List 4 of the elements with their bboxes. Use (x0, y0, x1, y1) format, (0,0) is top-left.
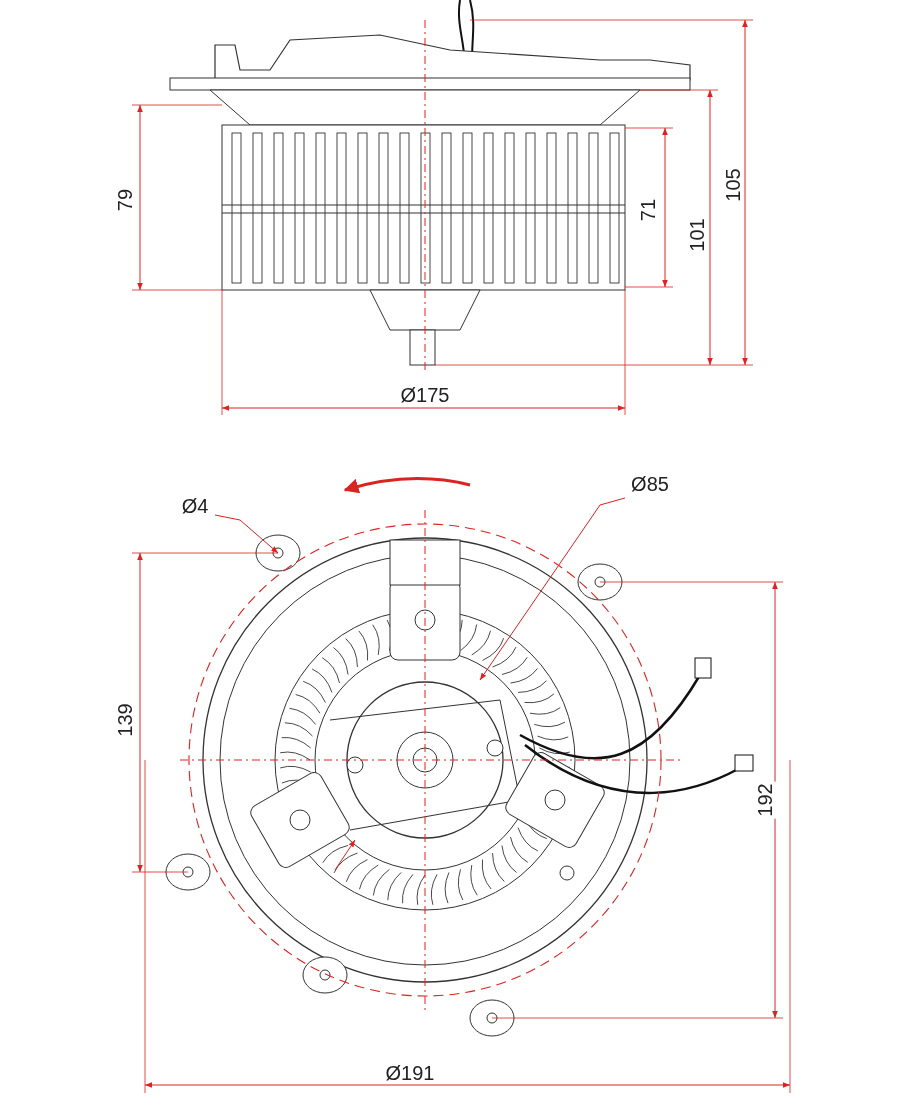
dimension-label: Ø175 (398, 384, 452, 406)
dimension-label: Ø85 (629, 473, 671, 495)
dimension-label: Ø4 (179, 495, 211, 517)
dimension-label: Ø191 (383, 1062, 437, 1084)
